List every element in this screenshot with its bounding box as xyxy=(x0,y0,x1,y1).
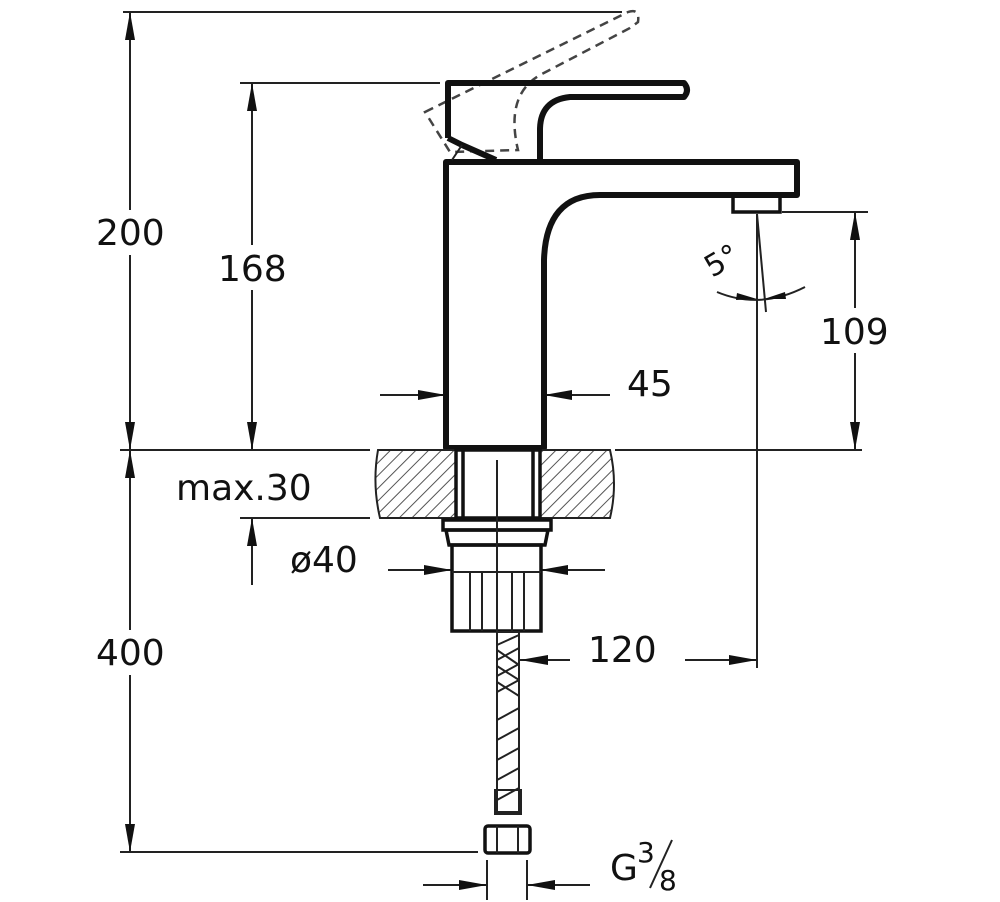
total-height-label: 200 xyxy=(96,213,165,254)
dimension-hole-diameter: ø40 xyxy=(290,540,605,581)
dimension-spout-height: 109 xyxy=(815,212,900,450)
fixing-nut xyxy=(441,460,553,640)
body-width-label: 45 xyxy=(627,364,673,405)
dimension-spout-angle: 5° xyxy=(699,213,806,313)
hose-length-label: 400 xyxy=(96,633,165,674)
spout-height-label: 109 xyxy=(820,312,889,353)
extension-lines xyxy=(120,11,868,900)
counter-section xyxy=(374,448,615,520)
flexible-hose xyxy=(483,631,532,855)
faucet-outline xyxy=(423,9,800,451)
dimension-max-thickness: max.30 xyxy=(176,468,312,585)
dimension-total-height: 200 xyxy=(90,12,175,450)
dimension-body-width: 45 xyxy=(380,364,673,405)
thread-denominator: 8 xyxy=(659,864,677,897)
dimension-connection-thread: G 3 8 xyxy=(423,836,677,897)
max-thickness-label: max.30 xyxy=(176,468,312,509)
thread-numerator: 3 xyxy=(637,836,655,869)
spout-angle-label: 5° xyxy=(699,238,746,285)
spout-reach-label: 120 xyxy=(588,630,657,671)
dimension-spout-reach: 120 xyxy=(520,630,757,671)
body-height-label: 168 xyxy=(218,249,287,290)
thread-label: G xyxy=(610,848,638,889)
hole-diameter-label: ø40 xyxy=(290,540,358,581)
dimension-body-height: 168 xyxy=(212,83,297,450)
dimension-hose-length: 400 xyxy=(90,450,175,852)
